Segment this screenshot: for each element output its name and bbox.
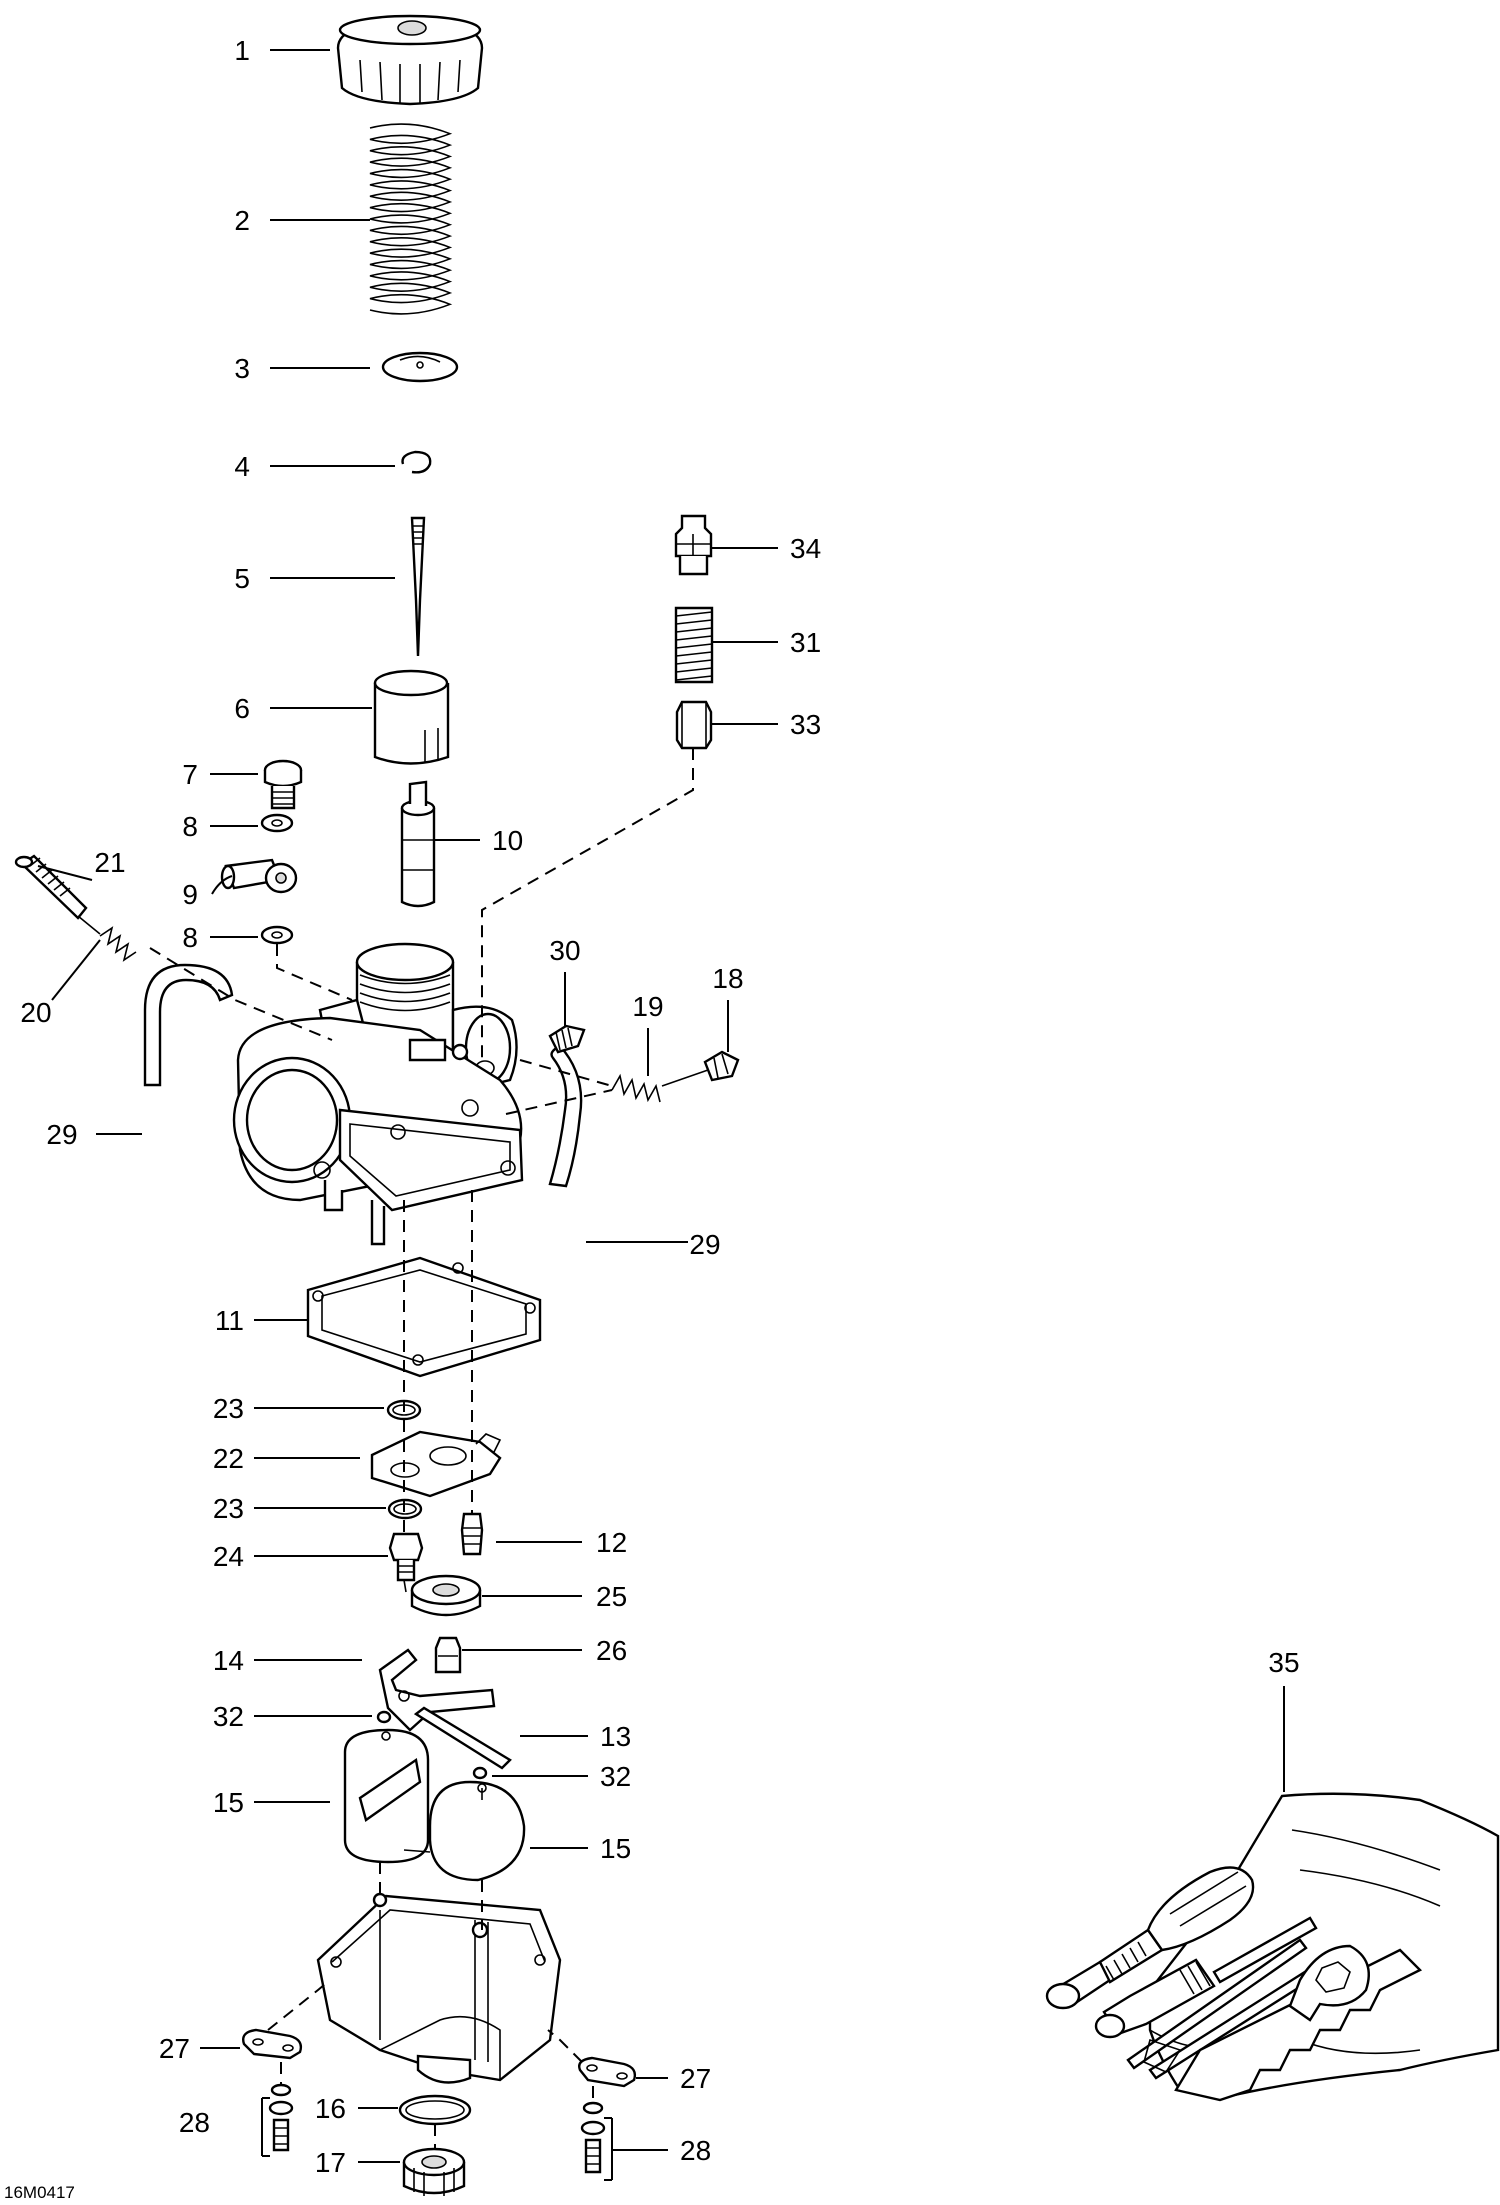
part-adjust-spring: [611, 1073, 661, 1103]
callout-c30: 30: [549, 935, 580, 966]
part-carburetor-body: [232, 942, 524, 1246]
callout-c8a: 8: [182, 811, 198, 842]
part-hose-clip-left: [242, 2028, 303, 2060]
part-washer-upper: [260, 813, 294, 833]
part-bowl-screws-right: [580, 2101, 606, 2174]
callout-c34: 34: [790, 533, 821, 564]
part-float-bowl: [316, 1892, 562, 2084]
callout-c29b: 29: [689, 1229, 720, 1260]
callout-c27a: 27: [159, 2033, 190, 2064]
part-cap-nut: [336, 14, 484, 106]
callout-c9: 9: [182, 879, 198, 910]
part-baffle-plate: [370, 1430, 502, 1498]
callout-c24: 24: [213, 1541, 244, 1572]
callout-c23b: 23: [213, 1493, 244, 1524]
part-carburetor-tool-kit: [1045, 1792, 1500, 2102]
callout-c1: 1: [234, 35, 250, 66]
callout-c29a: 29: [46, 1119, 77, 1150]
part-cable-spring: [674, 606, 714, 684]
callout-c6: 6: [234, 693, 250, 724]
part-throttle-spring: [369, 123, 453, 315]
part-needle-valve: [434, 1636, 462, 1674]
assembly-dashed-lines: [149, 748, 694, 2148]
part-air-screw-spring: [99, 926, 137, 962]
callout-c2: 2: [234, 205, 250, 236]
part-float-right: [403, 1780, 526, 1882]
callout-c28b: 28: [680, 2135, 711, 2166]
part-washer-lower: [260, 925, 294, 945]
callout-c17: 17: [315, 2147, 346, 2178]
drawing-code: 16M0417: [4, 2183, 75, 2202]
callout-c13: 13: [600, 1721, 631, 1752]
part-vent-tube-left: [143, 963, 234, 1087]
callout-c7: 7: [182, 759, 198, 790]
leader-lines: [37, 49, 1285, 2181]
part-hose-clip-right: [578, 2056, 637, 2088]
part-choke-plunger: [400, 780, 436, 908]
part-float-left: [343, 1728, 430, 1864]
callout-c18: 18: [712, 963, 743, 994]
part-vent-tube-right: [548, 1044, 583, 1188]
part-pilot-jet: [460, 1512, 484, 1556]
callout-c27b: 27: [680, 2063, 711, 2094]
leader-line-c9: [211, 875, 233, 895]
part-cable-nut: [675, 700, 713, 750]
part-banjo-fitting: [220, 858, 298, 894]
callout-c20: 20: [20, 997, 51, 1028]
callout-c35: 35: [1268, 1647, 1299, 1678]
callout-c23a: 23: [213, 1393, 244, 1424]
callout-c19: 19: [632, 991, 663, 1022]
part-jet-needle: [410, 516, 426, 657]
callout-labels: 1234567898102120293431333019182911232223…: [20, 35, 1299, 2178]
leader-line-c21: [37, 865, 93, 881]
leader-line-c28b: [604, 2117, 668, 2181]
part-spring-seat: [381, 351, 459, 383]
callout-c8b: 8: [182, 922, 198, 953]
callout-c5: 5: [234, 563, 250, 594]
part-drain-o-ring: [398, 2094, 472, 2126]
part-adjust-screw: [661, 1050, 740, 1087]
callout-c15b: 15: [600, 1833, 631, 1864]
part-air-screw: [14, 854, 101, 935]
callout-c28a: 28: [179, 2107, 210, 2138]
callout-c32b: 32: [600, 1761, 631, 1792]
callout-c15a: 15: [213, 1787, 244, 1818]
part-drain-plug: [402, 2147, 466, 2196]
callout-c3: 3: [234, 353, 250, 384]
leader-line-c28a: [261, 2097, 270, 2157]
callout-c26: 26: [596, 1635, 627, 1666]
part-float-pin: [413, 1706, 512, 1770]
part-throttle-valve: [373, 669, 450, 765]
part-float-cap-left: [376, 1710, 392, 1724]
callout-c4: 4: [234, 451, 250, 482]
part-float-cap-right: [472, 1766, 488, 1780]
part-drawings: [14, 14, 1500, 2196]
part-idle-screw: [548, 1024, 586, 1054]
callout-c31: 31: [790, 627, 821, 658]
leader-line-c20: [51, 939, 101, 1001]
callout-c25: 25: [596, 1581, 627, 1612]
part-bowl-screws-left: [268, 2083, 294, 2152]
callout-c14: 14: [213, 1645, 244, 1676]
callout-c33: 33: [790, 709, 821, 740]
part-e-clip: [401, 450, 432, 474]
callout-c10: 10: [492, 825, 523, 856]
callout-c22: 22: [213, 1443, 244, 1474]
callout-c12: 12: [596, 1527, 627, 1558]
callout-c16: 16: [315, 2093, 346, 2124]
callout-c11: 11: [215, 1305, 244, 1336]
part-bowl-gasket: [306, 1256, 542, 1378]
part-float-arm: [378, 1648, 496, 1732]
part-banjo-bolt: [263, 759, 303, 810]
callout-c32a: 32: [213, 1701, 244, 1732]
part-needle-valve-seat: [410, 1574, 482, 1617]
callout-c21: 21: [94, 847, 125, 878]
part-main-jet: [388, 1532, 424, 1593]
part-cable-adjuster: [674, 514, 713, 576]
